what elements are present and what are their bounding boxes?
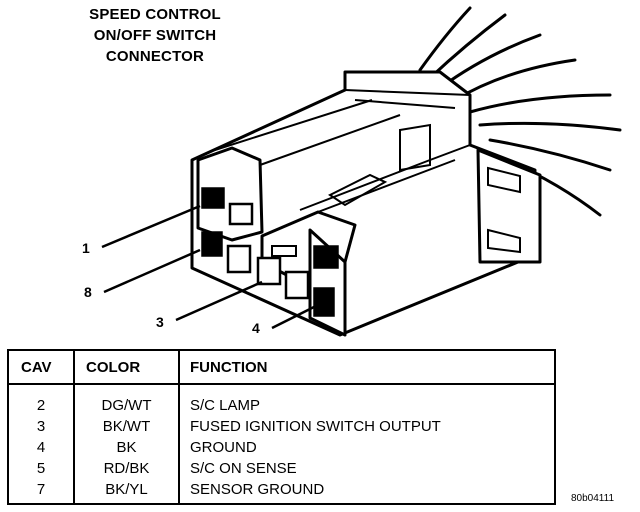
cell-function: SENSOR GROUND — [190, 481, 325, 498]
diagram-title-line-2: ON/OFF SWITCH — [93, 27, 217, 44]
cell-cav: 4 — [36, 439, 46, 456]
column-divider — [73, 351, 75, 503]
terminal-cavities — [201, 187, 339, 317]
cell-function: S/C LAMP — [190, 397, 261, 414]
cell-color: BK — [116, 439, 137, 456]
cell-cav: 2 — [36, 397, 46, 414]
cavity-1 — [201, 187, 225, 209]
cell-color: DG/WT — [101, 397, 152, 414]
callout-8: 8 — [84, 284, 92, 300]
leader-4 — [271, 304, 317, 330]
header-cav: CAV — [21, 359, 52, 376]
leader-1 — [101, 204, 201, 249]
pin-table: CAV COLOR FUNCTION 2 DG/WT S/C LAMP 3 BK… — [7, 349, 556, 505]
table-row: 2 DG/WT S/C LAMP — [9, 395, 554, 416]
leader-lines — [101, 204, 317, 330]
cavity-2 — [228, 202, 254, 226]
housing-detail-lines — [214, 89, 521, 254]
header-color: COLOR — [86, 359, 141, 376]
pin-table-body: 2 DG/WT S/C LAMP 3 BK/WT FUSED IGNITION … — [9, 395, 554, 500]
cavity-5 — [284, 270, 310, 300]
table-row: 5 RD/BK S/C ON SENSE — [9, 458, 554, 479]
leader-3 — [175, 280, 263, 322]
callout-1: 1 — [82, 240, 90, 256]
pin-table-header: CAV COLOR FUNCTION — [9, 351, 554, 385]
cell-color: RD/BK — [103, 460, 150, 477]
table-row: 4 BK GROUND — [9, 437, 554, 458]
diagram-title-line-1: SPEED CONTROL — [89, 6, 221, 23]
cavity-8 — [201, 231, 223, 257]
connector-illustration — [101, 6, 622, 337]
table-row: 7 BK/YL SENSOR GROUND — [9, 479, 554, 500]
column-divider — [178, 351, 180, 503]
cell-color: BK/WT — [102, 418, 151, 435]
latch-slot — [271, 245, 297, 257]
cavity-7 — [226, 244, 252, 274]
cell-function: FUSED IGNITION SWITCH OUTPUT — [190, 418, 441, 435]
cell-cav: 7 — [36, 481, 46, 498]
callout-3: 3 — [156, 314, 164, 330]
cell-cav: 5 — [36, 460, 46, 477]
cavity-6 — [313, 245, 339, 269]
header-function: FUNCTION — [190, 359, 268, 376]
cavity-4 — [313, 287, 335, 317]
cell-function: S/C ON SENSE — [190, 460, 297, 477]
cell-function: GROUND — [190, 439, 257, 456]
cell-color: BK/YL — [105, 481, 148, 498]
callout-4: 4 — [252, 320, 260, 336]
figure-id: 80b04111 — [571, 493, 615, 504]
leader-8 — [103, 248, 201, 294]
cell-cav: 3 — [36, 418, 46, 435]
diagram-title-line-3: CONNECTOR — [105, 48, 205, 65]
cavity-3 — [256, 256, 282, 286]
table-row: 3 BK/WT FUSED IGNITION SWITCH OUTPUT — [9, 416, 554, 437]
